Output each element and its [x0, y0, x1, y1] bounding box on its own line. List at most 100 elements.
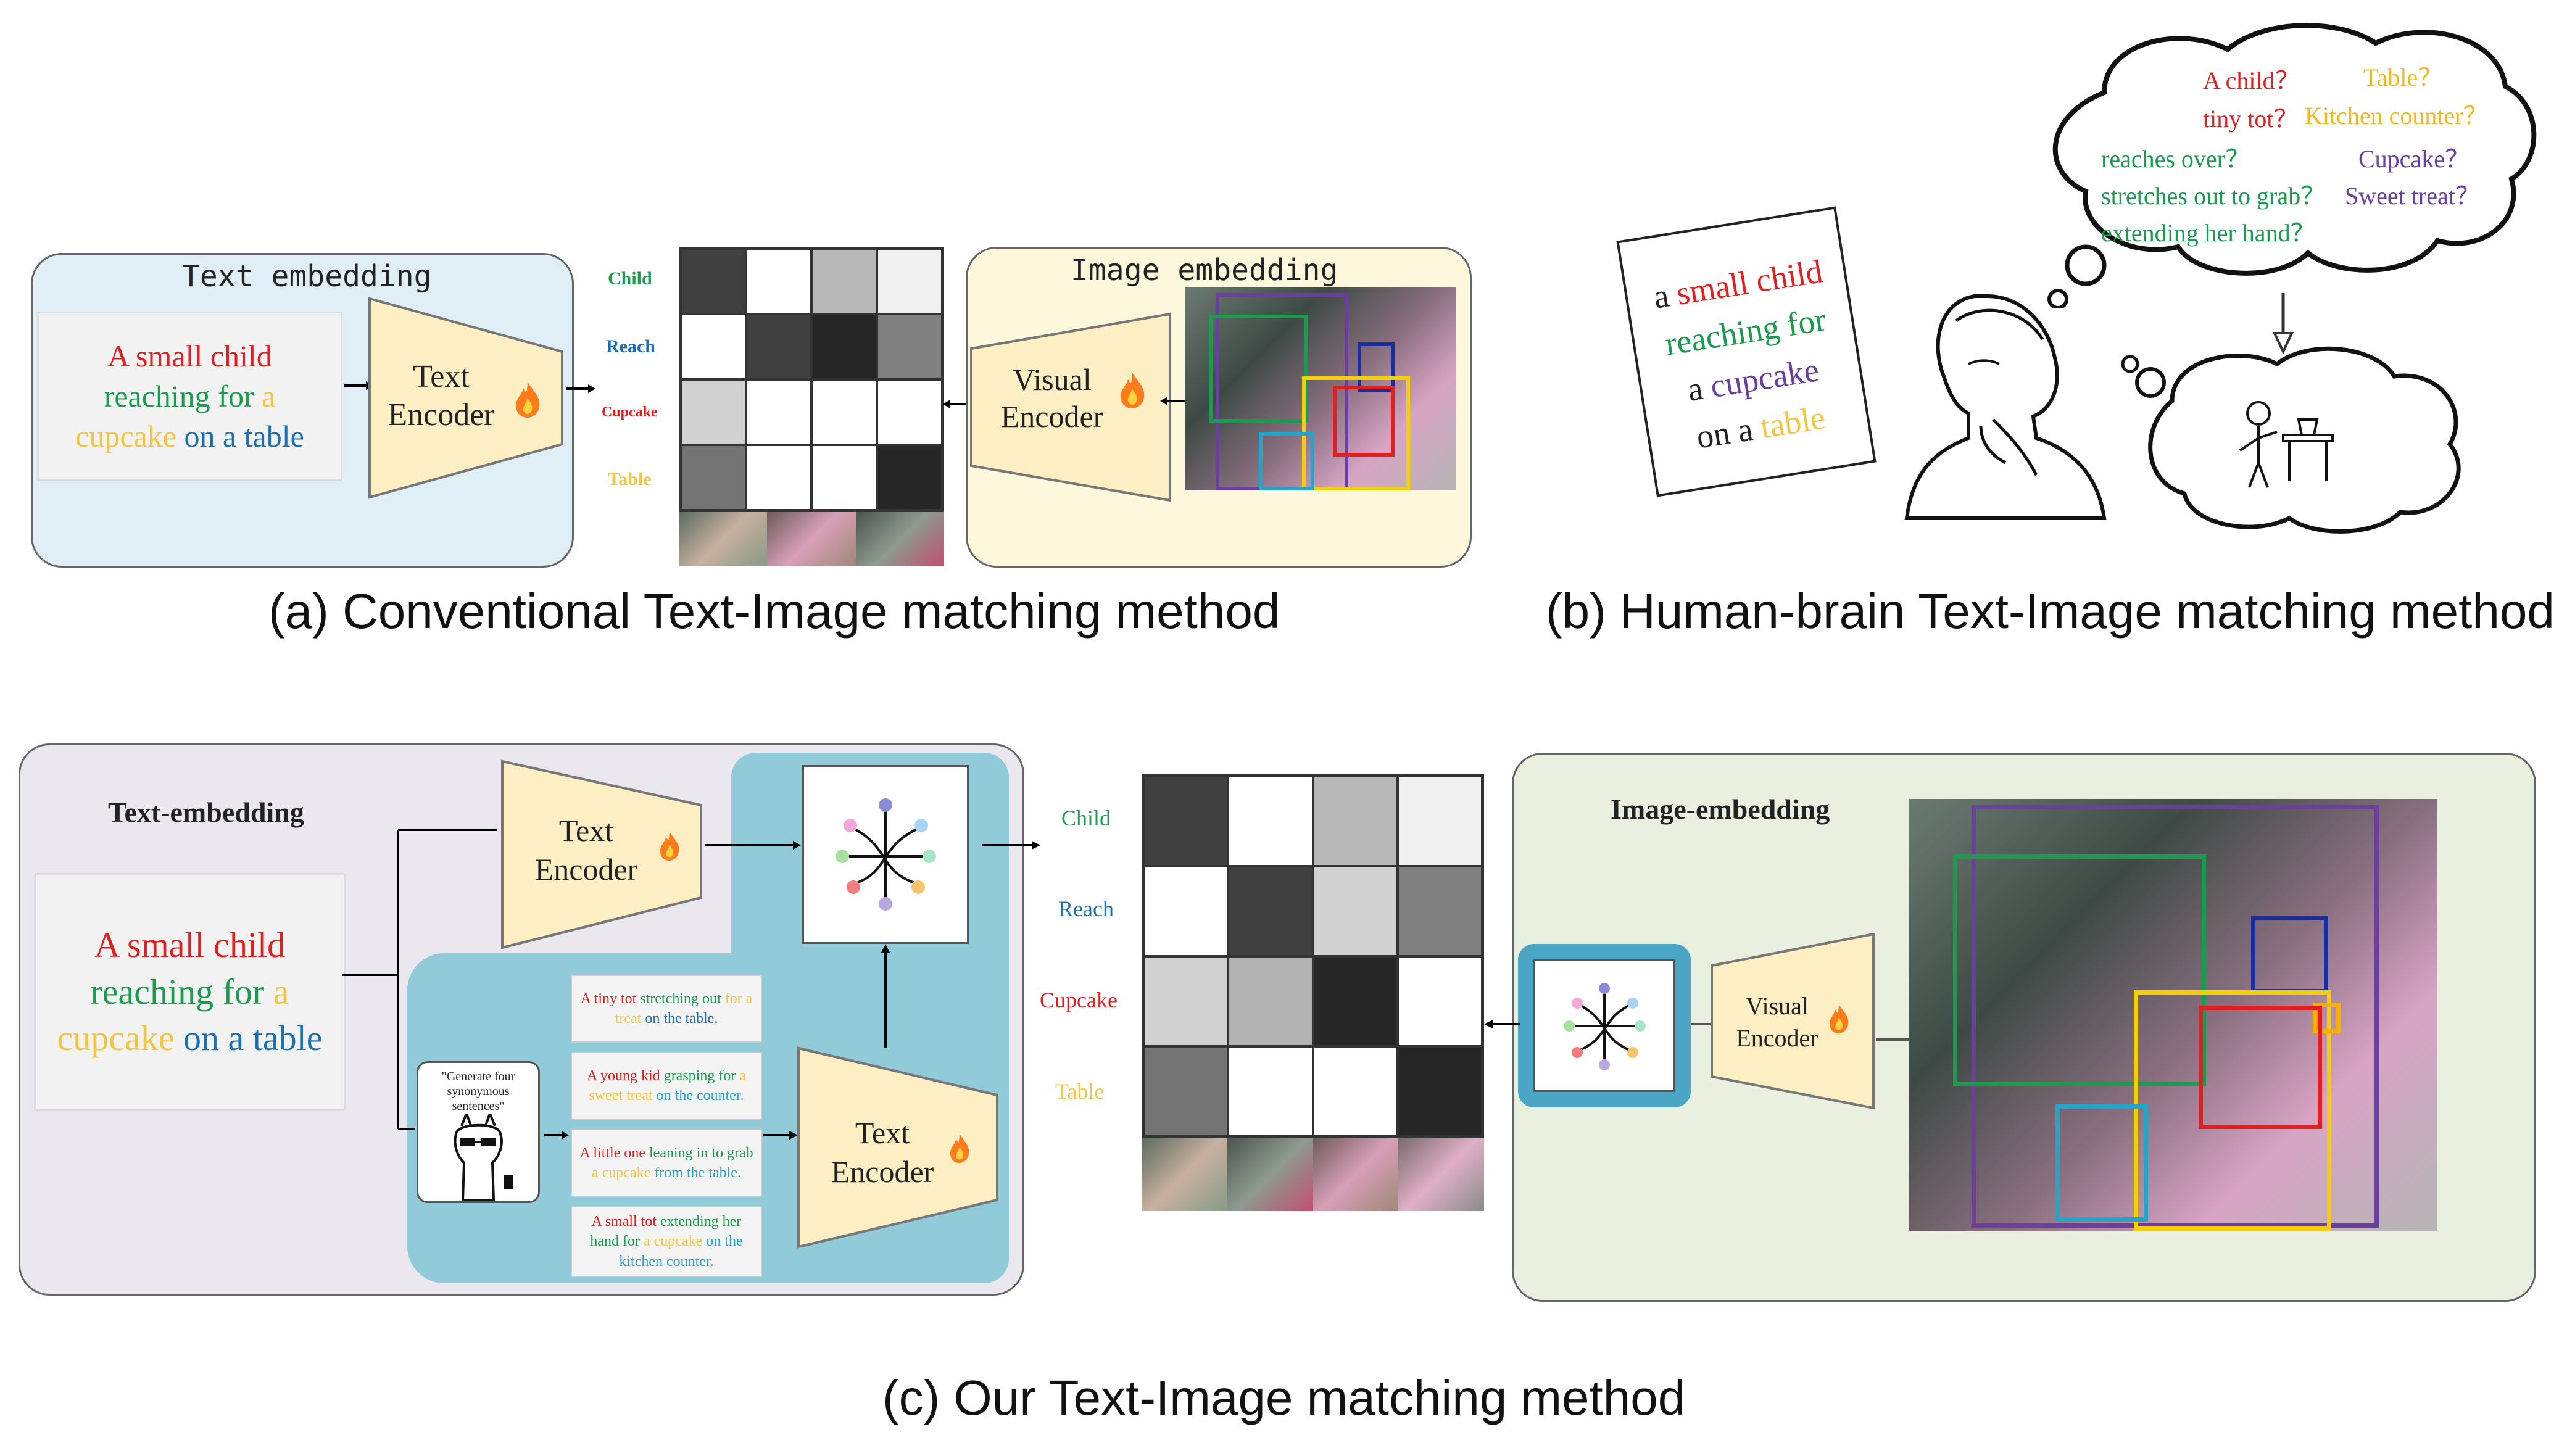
matrix-cell-3-1 [746, 445, 811, 510]
arrow-up-to-fusion [881, 944, 890, 1048]
thumbnail-2 [1227, 1138, 1313, 1211]
bbox-green [1209, 315, 1308, 423]
similarity-matrix-a [679, 247, 944, 512]
fusion-graph-icon [1564, 983, 1646, 1070]
bbox-purple [1972, 805, 2379, 1228]
sentence-a-word-4: on a table [184, 419, 304, 453]
thought-purple-2: Sweet treat？ [2345, 182, 2480, 210]
fusion-graph-icon [836, 798, 936, 911]
thinking-person-illustration [1904, 294, 2107, 520]
synonym-word: a cupcake [592, 1165, 655, 1181]
thumbnail-1 [1142, 1138, 1227, 1211]
fire-icon [1117, 370, 1148, 413]
llama-icon [454, 1114, 513, 1201]
text-encoder-label-a: Text Encoder [388, 359, 495, 433]
sentence-a-word-2: a [262, 379, 276, 413]
row-label-table-a: Table [608, 469, 652, 489]
matrix-thumbnails-c [1142, 1138, 1484, 1211]
branch-lines-c [342, 829, 497, 1130]
matrix-cell-3-3 [1397, 1046, 1482, 1136]
thought-red-2: tiny tot？ [2203, 105, 2299, 133]
bbox-cyan [1259, 432, 1314, 490]
matrix-thumbnails-a [679, 512, 944, 566]
synonym-word: on the table. [645, 1011, 718, 1027]
matrix-cell-3-3 [877, 445, 942, 510]
text-encoder-shape-a [368, 297, 563, 499]
synonym-sentence-1: A tiny tot stretching out for a treat on… [571, 975, 762, 1043]
matrix-cell-0-0 [1143, 776, 1229, 866]
synonym-word: on the counter. [656, 1088, 744, 1104]
synonym-word: for a treat [615, 990, 753, 1027]
matrix-cell-3-0 [681, 445, 746, 510]
image-embedding-title-a: Image embedding [1071, 253, 1338, 287]
matrix-cell-1-0 [681, 314, 746, 379]
synonym-text: A young kid grasping for a sweet treat o… [577, 1066, 756, 1106]
thought-purple-1: Cupcake？ [2358, 145, 2470, 173]
caption-b: (b) Human-brain Text-Image matching meth… [1546, 584, 2555, 639]
line-photo-to-visual [1876, 1038, 1910, 1041]
matrix-cell-3-2 [811, 445, 877, 510]
synonym-word: from the table. [654, 1165, 741, 1181]
image-embedding-title-c: Image-embedding [1611, 793, 1830, 825]
fire-icon [512, 379, 543, 422]
matrix-cell-3-0 [1143, 1046, 1229, 1136]
text-encoder-shape-c [501, 759, 702, 949]
bbox-green [1953, 854, 2206, 1086]
arrow-down-icon [2272, 293, 2294, 355]
row-label-child-c: Child [1061, 806, 1111, 830]
row-label-table-c: Table [1055, 1079, 1105, 1104]
synonym-word: A little one [579, 1144, 650, 1161]
matrix-cell-2-3 [877, 379, 942, 445]
bbox-red [2199, 1006, 2322, 1129]
thought-yellow: Table？ Kitchen counter？ [2305, 59, 2488, 135]
bbox-orange [2313, 1003, 2341, 1033]
matrix-cell-1-3 [877, 314, 942, 379]
synonym-word: A small tot [591, 1213, 661, 1230]
sentence-a-word-3: cupcake [75, 419, 176, 453]
synonym-word: grasping for [663, 1067, 740, 1084]
sentence-c-word-3: cupcake [57, 1018, 175, 1059]
matrix-cell-1-1 [746, 314, 811, 379]
bbox-red [1333, 386, 1395, 457]
matrix-cell-2-3 [1397, 956, 1482, 1046]
sentence-c-word-0: A small child [94, 925, 286, 966]
text-encoder-label-c: Text Encoder [534, 813, 638, 887]
thought-cloud [2047, 23, 2537, 308]
bbox-navy [2251, 916, 2328, 993]
thought-yellow-2: Kitchen counter？ [2305, 102, 2488, 130]
row-label-reach-a: Reach [606, 336, 655, 357]
text-encoder2-label-c: Text Encoder [831, 1115, 934, 1189]
visual-encoder-label-a: Visual Encoder [1000, 362, 1104, 434]
matrix-cell-1-0 [1143, 866, 1229, 956]
sentence-c-word-1: reaching for [90, 971, 265, 1012]
text-embedding-title-a: Text embedding [182, 259, 432, 294]
paper-word: on a [1693, 408, 1764, 456]
arrow-encoder-to-fusion [705, 841, 801, 850]
synonym-word: a cupcake [644, 1233, 707, 1250]
matrix-cell-0-1 [746, 249, 811, 314]
matrix-cell-1-2 [1313, 866, 1398, 956]
synonym-text: A little one leaning in to grab a cupcak… [577, 1143, 756, 1183]
text-embedding-title-c: Text-embedding [108, 796, 304, 828]
matrix-cell-2-0 [1143, 956, 1229, 1046]
visual-encoder-shape-a [970, 312, 1171, 502]
arrow-encoder-to-matrix-a [566, 384, 595, 393]
fire-icon [657, 830, 682, 865]
arrow-synonyms-to-encoder [763, 1131, 798, 1140]
thought-green-3: extending her hand？ [2101, 219, 2315, 247]
synonym-sentence-4: A small tot extending her hand for a cup… [571, 1206, 762, 1277]
synonym-word: on the kitchen counter. [619, 1233, 743, 1270]
llm-prompt-box: "Generate four synonymous sentences" [417, 1061, 540, 1203]
thumbnail-1 [679, 512, 768, 566]
visual-fusion-box [1518, 944, 1691, 1107]
matrix-cell-0-0 [681, 249, 746, 314]
synonym-word: A tiny tot [580, 990, 641, 1007]
matrix-cell-3-2 [1313, 1046, 1398, 1136]
matrix-cell-0-2 [1313, 776, 1398, 866]
thumbnail-3 [1313, 1138, 1399, 1211]
row-label-child-a: Child [608, 268, 652, 289]
sentence-a-word-0: A small child [107, 339, 272, 373]
